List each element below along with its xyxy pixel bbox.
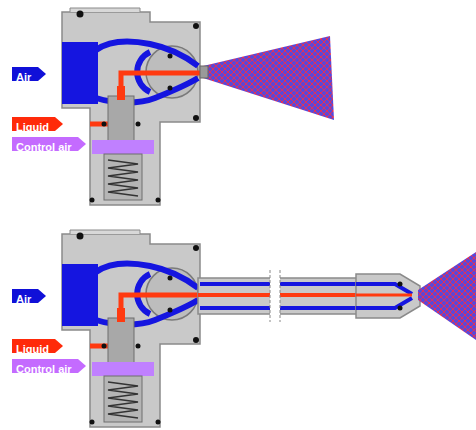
arrow-text: Air — [12, 70, 31, 84]
flow-arrow-label: Control air — [12, 359, 86, 373]
flow-arrow-label: Air — [12, 289, 46, 303]
flow-arrow-label: Air — [12, 67, 46, 81]
arrow-text: Air — [12, 292, 31, 306]
flow-arrow-label: Liquid — [12, 339, 63, 353]
arrow-text: Control air — [12, 362, 72, 376]
arrow-text: Control air — [12, 140, 72, 154]
arrow-text: Liquid — [12, 120, 49, 134]
arrow-text: Liquid — [12, 342, 49, 356]
flow-arrow-label: Liquid — [12, 117, 63, 131]
flow-arrow-label: Control air — [12, 137, 86, 151]
